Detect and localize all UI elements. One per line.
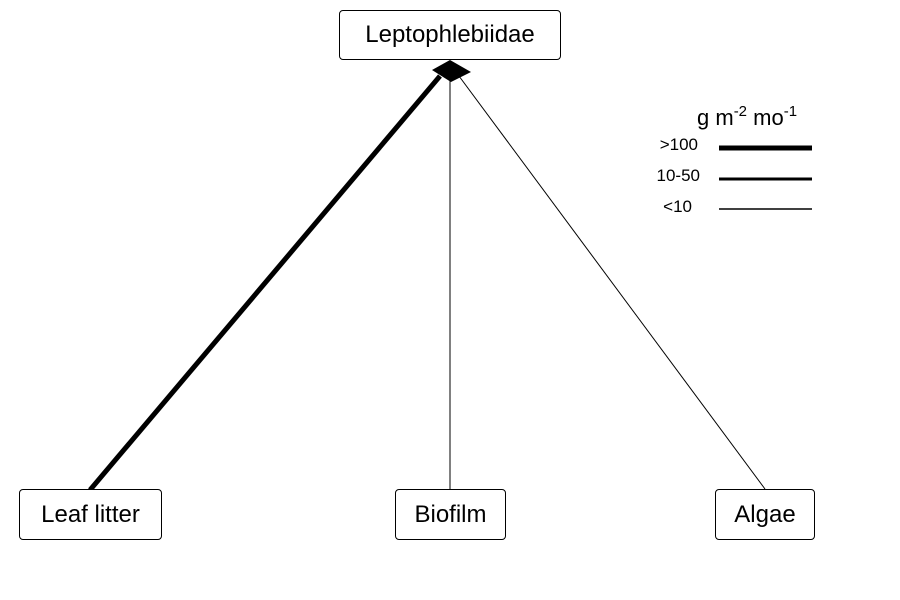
legend-unit-exponent-area: -2 — [733, 103, 748, 120]
node-biofilm: Biofilm — [395, 489, 506, 540]
node-algae: Algae — [715, 489, 815, 540]
flow-algae-to-leptophlebiidae — [455, 71, 766, 490]
flow-leaf-litter-to-leptophlebiidae — [88, 74, 442, 492]
node-leptophlebiidae: Leptophlebiidae — [339, 10, 561, 60]
legend-label-medium: 10-50 — [656, 166, 700, 185]
legend-label-low: <10 — [663, 197, 692, 216]
legend-unit-base: g m — [697, 105, 734, 130]
legend-title: g m-2 mo-1 — [697, 104, 797, 130]
node-leaf-litter: Leaf litter — [19, 489, 162, 540]
legend-unit-exponent-time: -1 — [783, 103, 798, 120]
legend-label-high: >100 — [659, 135, 698, 154]
flow-leaf-litter-arrowhead — [432, 60, 471, 82]
legend-unit-mid: mo — [747, 105, 784, 130]
